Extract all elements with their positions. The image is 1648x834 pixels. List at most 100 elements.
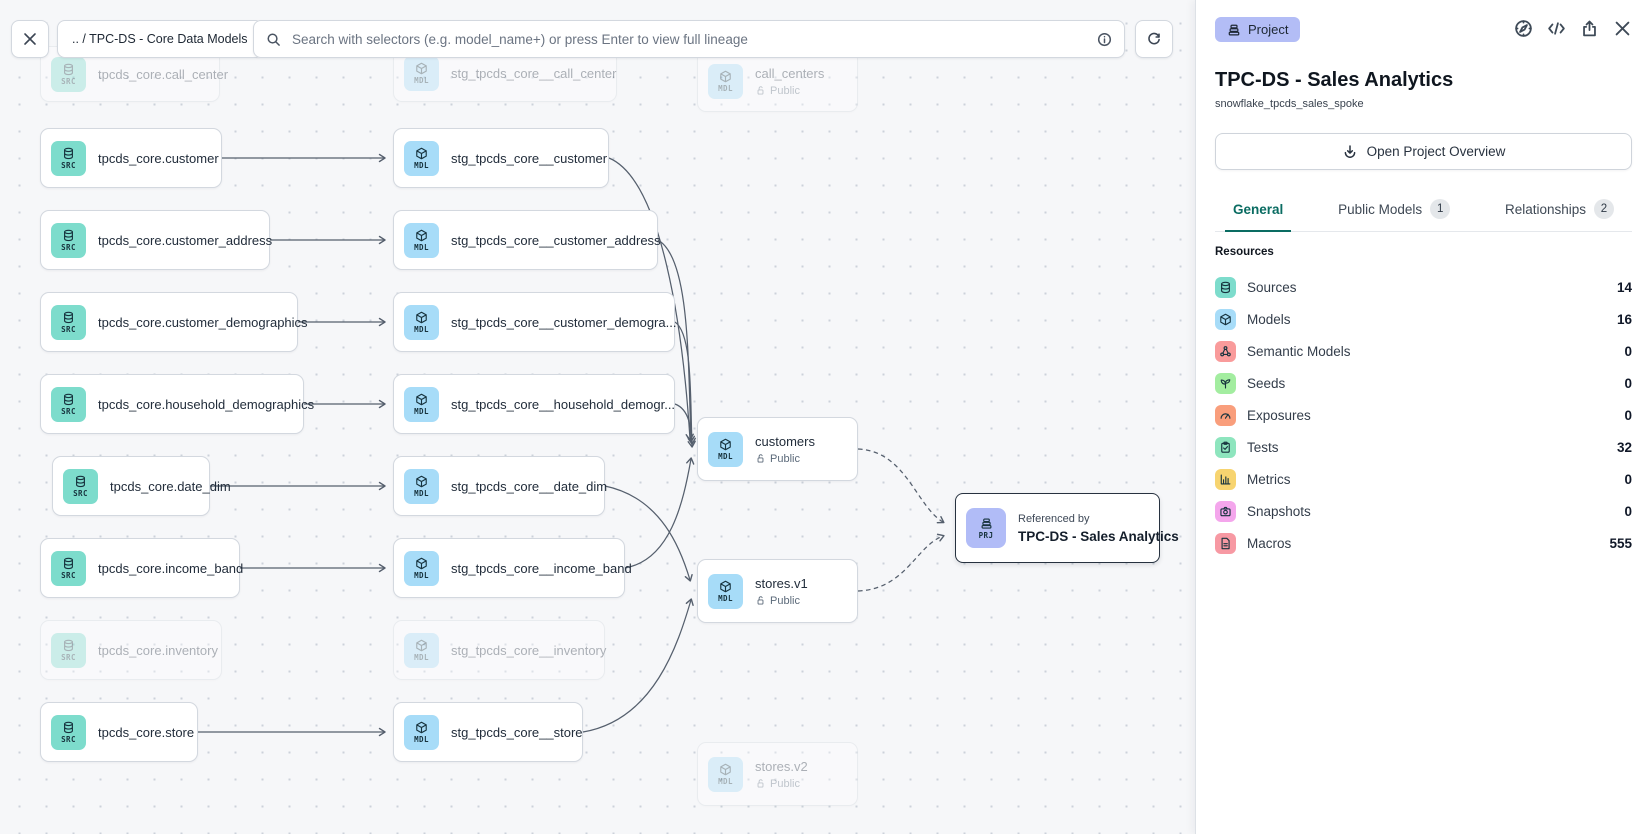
resource-row: Models 16 [1215,303,1632,335]
refresh-icon [1146,31,1162,47]
node-model-call-centers[interactable]: MDL call_centers Public [697,50,858,112]
source-badge: SRC [51,550,86,586]
source-badge: SRC [51,140,86,176]
close-panel-icon[interactable] [1613,19,1632,38]
lineage-canvas[interactable]: SRC tpcds_core.call_center MDL stg_tpcds… [0,0,1195,834]
lock-open-icon [755,778,766,789]
clipboard-check-icon [1215,436,1236,458]
node-model-customers[interactable]: MDL customers Public [697,417,858,481]
search-bar [253,20,1125,58]
cube-icon [1215,308,1236,330]
resource-row: Semantic Models 0 [1215,335,1632,367]
open-project-overview-button[interactable]: Open Project Overview [1215,133,1632,170]
tab-relationships[interactable]: Relationships 2 [1497,190,1622,232]
resource-row: Macros 555 [1215,527,1632,559]
resource-count: 0 [1624,407,1632,423]
node-source-customer-address[interactable]: SRC tpcds_core.customer_address [40,210,272,270]
referencing-project-name: TPC-DS - Sales Analytics [1018,528,1179,544]
close-lineage-button[interactable] [11,20,49,58]
resource-count: 0 [1624,471,1632,487]
camera-icon [1215,500,1236,522]
search-input[interactable] [290,30,1088,48]
panel-subtitle: snowflake_tpcds_sales_spoke [1215,98,1364,110]
lock-open-icon [755,595,766,606]
node-model-stg-household-demographics[interactable]: MDL stg_tpcds_core__household_demogr... [393,374,675,434]
semantic-icon [1215,340,1236,362]
resource-row: Exposures 0 [1215,399,1632,431]
node-source-date-dim[interactable]: SRC tpcds_core.date_dim [52,456,231,516]
tab-badge: 1 [1430,199,1451,219]
resource-row: Seeds 0 [1215,367,1632,399]
node-model-stg-inventory[interactable]: MDL stg_tpcds_core__inventory [393,620,606,680]
resource-count: 32 [1616,439,1632,455]
node-model-stg-customer-demographics[interactable]: MDL stg_tpcds_core__customer_demogra... [393,292,676,352]
public-access-label: Public [755,595,808,607]
resource-count: 14 [1616,279,1632,295]
gauge-icon [1215,404,1236,426]
node-model-stg-customer[interactable]: MDL stg_tpcds_core__customer [393,128,609,188]
node-source-customer[interactable]: SRC tpcds_core.customer [40,128,222,188]
resources-list: Sources 14 Models 16 Semantic Models 0 S… [1215,271,1632,559]
node-model-stores-v1[interactable]: MDL stores.v1 Public [697,559,858,623]
node-source-income-band[interactable]: SRC tpcds_core.income_band [40,538,243,598]
resource-label: Sources [1247,279,1297,295]
project-icon [1227,23,1241,37]
resource-row: Metrics 0 [1215,463,1632,495]
breadcrumb[interactable]: .. / TPC-DS - Core Data Models [57,20,263,58]
node-model-stg-income-band[interactable]: MDL stg_tpcds_core__income_band [393,538,632,598]
source-badge: SRC [51,714,86,750]
details-panel: Project TPC-DS - Sales Analytics snowfla… [1195,0,1648,834]
source-badge: SRC [51,632,86,668]
node-model-stg-customer-address[interactable]: MDL stg_tpcds_core__customer_address [393,210,661,270]
model-badge: MDL [404,55,439,91]
close-icon [22,31,38,47]
refresh-button[interactable] [1135,20,1173,58]
node-model-stg-store[interactable]: MDL stg_tpcds_core__store [393,702,583,762]
node-source-inventory[interactable]: SRC tpcds_core.inventory [40,620,222,680]
node-project-referenced-by[interactable]: PRJ Referenced by TPC-DS - Sales Analyti… [955,493,1179,563]
resource-count: 0 [1624,375,1632,391]
edge [674,321,696,445]
resource-count: 0 [1624,503,1632,519]
overview-icon [1342,144,1358,160]
info-icon[interactable] [1097,32,1112,47]
source-badge: SRC [51,56,86,92]
explore-lineage-icon[interactable] [1514,19,1533,38]
node-model-stores-v2[interactable]: MDL stores.v2 Public [697,742,858,806]
share-icon[interactable] [1580,19,1599,38]
referenced-by-label: Referenced by [1018,512,1090,525]
lock-open-icon [755,85,766,96]
seedling-icon [1215,372,1236,394]
resource-row: Sources 14 [1215,271,1632,303]
tab-badge: 2 [1594,199,1614,219]
model-badge: MDL [404,304,439,340]
model-badge: MDL [404,468,439,504]
model-badge: MDL [404,714,439,750]
resource-count: 0 [1624,343,1632,359]
project-badge: PRJ [966,508,1006,548]
node-model-stg-date-dim[interactable]: MDL stg_tpcds_core__date_dim [393,456,607,516]
resources-heading: Resources [1215,246,1274,258]
resource-label: Seeds [1247,375,1286,391]
source-badge: SRC [51,304,86,340]
tab-public-models[interactable]: Public Models 1 [1330,190,1458,232]
node-source-store[interactable]: SRC tpcds_core.store [40,702,198,762]
source-badge: SRC [63,468,98,504]
model-badge: MDL [404,140,439,176]
model-badge: MDL [708,63,743,99]
public-access-label: Public [755,778,808,790]
tab-general[interactable]: General [1225,190,1292,232]
model-badge: MDL [404,632,439,668]
public-access-label: Public [755,85,824,97]
resource-count: 555 [1609,535,1632,551]
model-badge: MDL [404,550,439,586]
node-source-customer-demographics[interactable]: SRC tpcds_core.customer_demographics [40,292,308,352]
database-icon [1215,276,1236,298]
node-source-household-demographics[interactable]: SRC tpcds_core.household_demographics [40,374,314,434]
public-access-label: Public [755,453,815,465]
view-code-icon[interactable] [1547,19,1566,38]
resource-label: Semantic Models [1247,343,1351,359]
resource-label: Models [1247,311,1291,327]
lock-open-icon [755,453,766,464]
